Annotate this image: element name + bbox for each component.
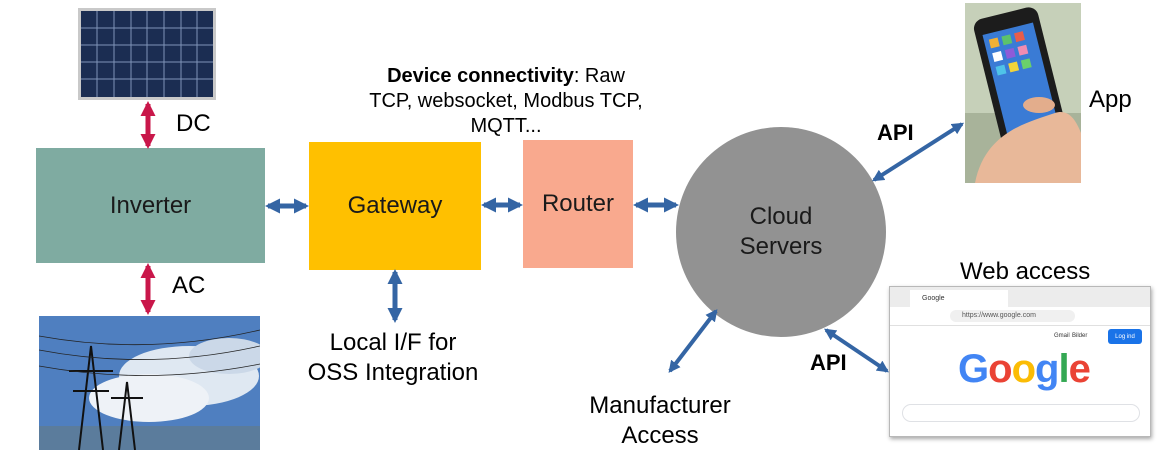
arrow-cloud-manufacturer [668,309,718,373]
connectivity-line1: : Raw [573,65,625,87]
web-browser-screenshot: Google https://www.google.com Gmail Bild… [889,286,1151,437]
web-access-label: Web access [960,258,1091,285]
local-if-line1: Local I/F for [329,329,457,356]
connectivity-line3: MQTT... [470,115,542,137]
browser-url-field: https://www.google.com [950,310,1075,322]
login-button: Log ind [1108,329,1142,344]
local-if-line2: OSS Integration [307,359,479,386]
images-link: Bilder [1072,333,1088,339]
router-box: Router [523,140,633,268]
browser-url-bar: https://www.google.com [890,307,1150,326]
gmail-link: Gmail [1054,333,1070,339]
router-label: Router [541,190,615,217]
smartphone-photo [965,3,1081,183]
cloud-label-line1: Cloud [749,203,813,230]
device-connectivity-label: Device connectivity: Raw TCP, websocket,… [336,64,676,139]
gateway-label: Gateway [347,192,443,219]
cloud-label-line2: Servers [739,233,823,260]
browser-tab-bar: Google [890,287,1150,307]
manufacturer-line2: Access [621,422,699,449]
solar-panel-image [78,8,216,100]
google-logo: Google [958,347,1091,391]
arrow-cloud-web [824,328,889,373]
gateway-box: Gateway [309,142,481,270]
cloud-servers-circle: Cloud Servers [676,127,886,337]
hand-holding-phone-illustration [965,3,1081,183]
connectivity-heading: Device connectivity [387,65,574,87]
ac-label: AC [172,272,206,299]
app-label: App [1089,86,1132,113]
manufacturer-line1: Manufacturer [589,392,731,419]
solar-panel-grid [81,11,213,97]
browser-tab-title: Google [922,295,945,302]
local-interface-label: Local I/F for OSS Integration [282,328,504,388]
google-search-box [902,404,1140,422]
browser-tab: Google [910,290,1008,307]
dc-label: DC [176,110,211,137]
inverter-label: Inverter [109,191,192,219]
arrow-cloud-app [871,122,965,182]
connectivity-line2: TCP, websocket, Modbus TCP, [369,90,643,112]
inverter-box: Inverter [36,148,265,263]
power-lines-photo [39,316,260,450]
browser-url-text: https://www.google.com [962,312,1036,319]
manufacturer-access-label: Manufacturer Access [570,391,750,451]
pylons-and-clouds-illustration [39,316,260,450]
